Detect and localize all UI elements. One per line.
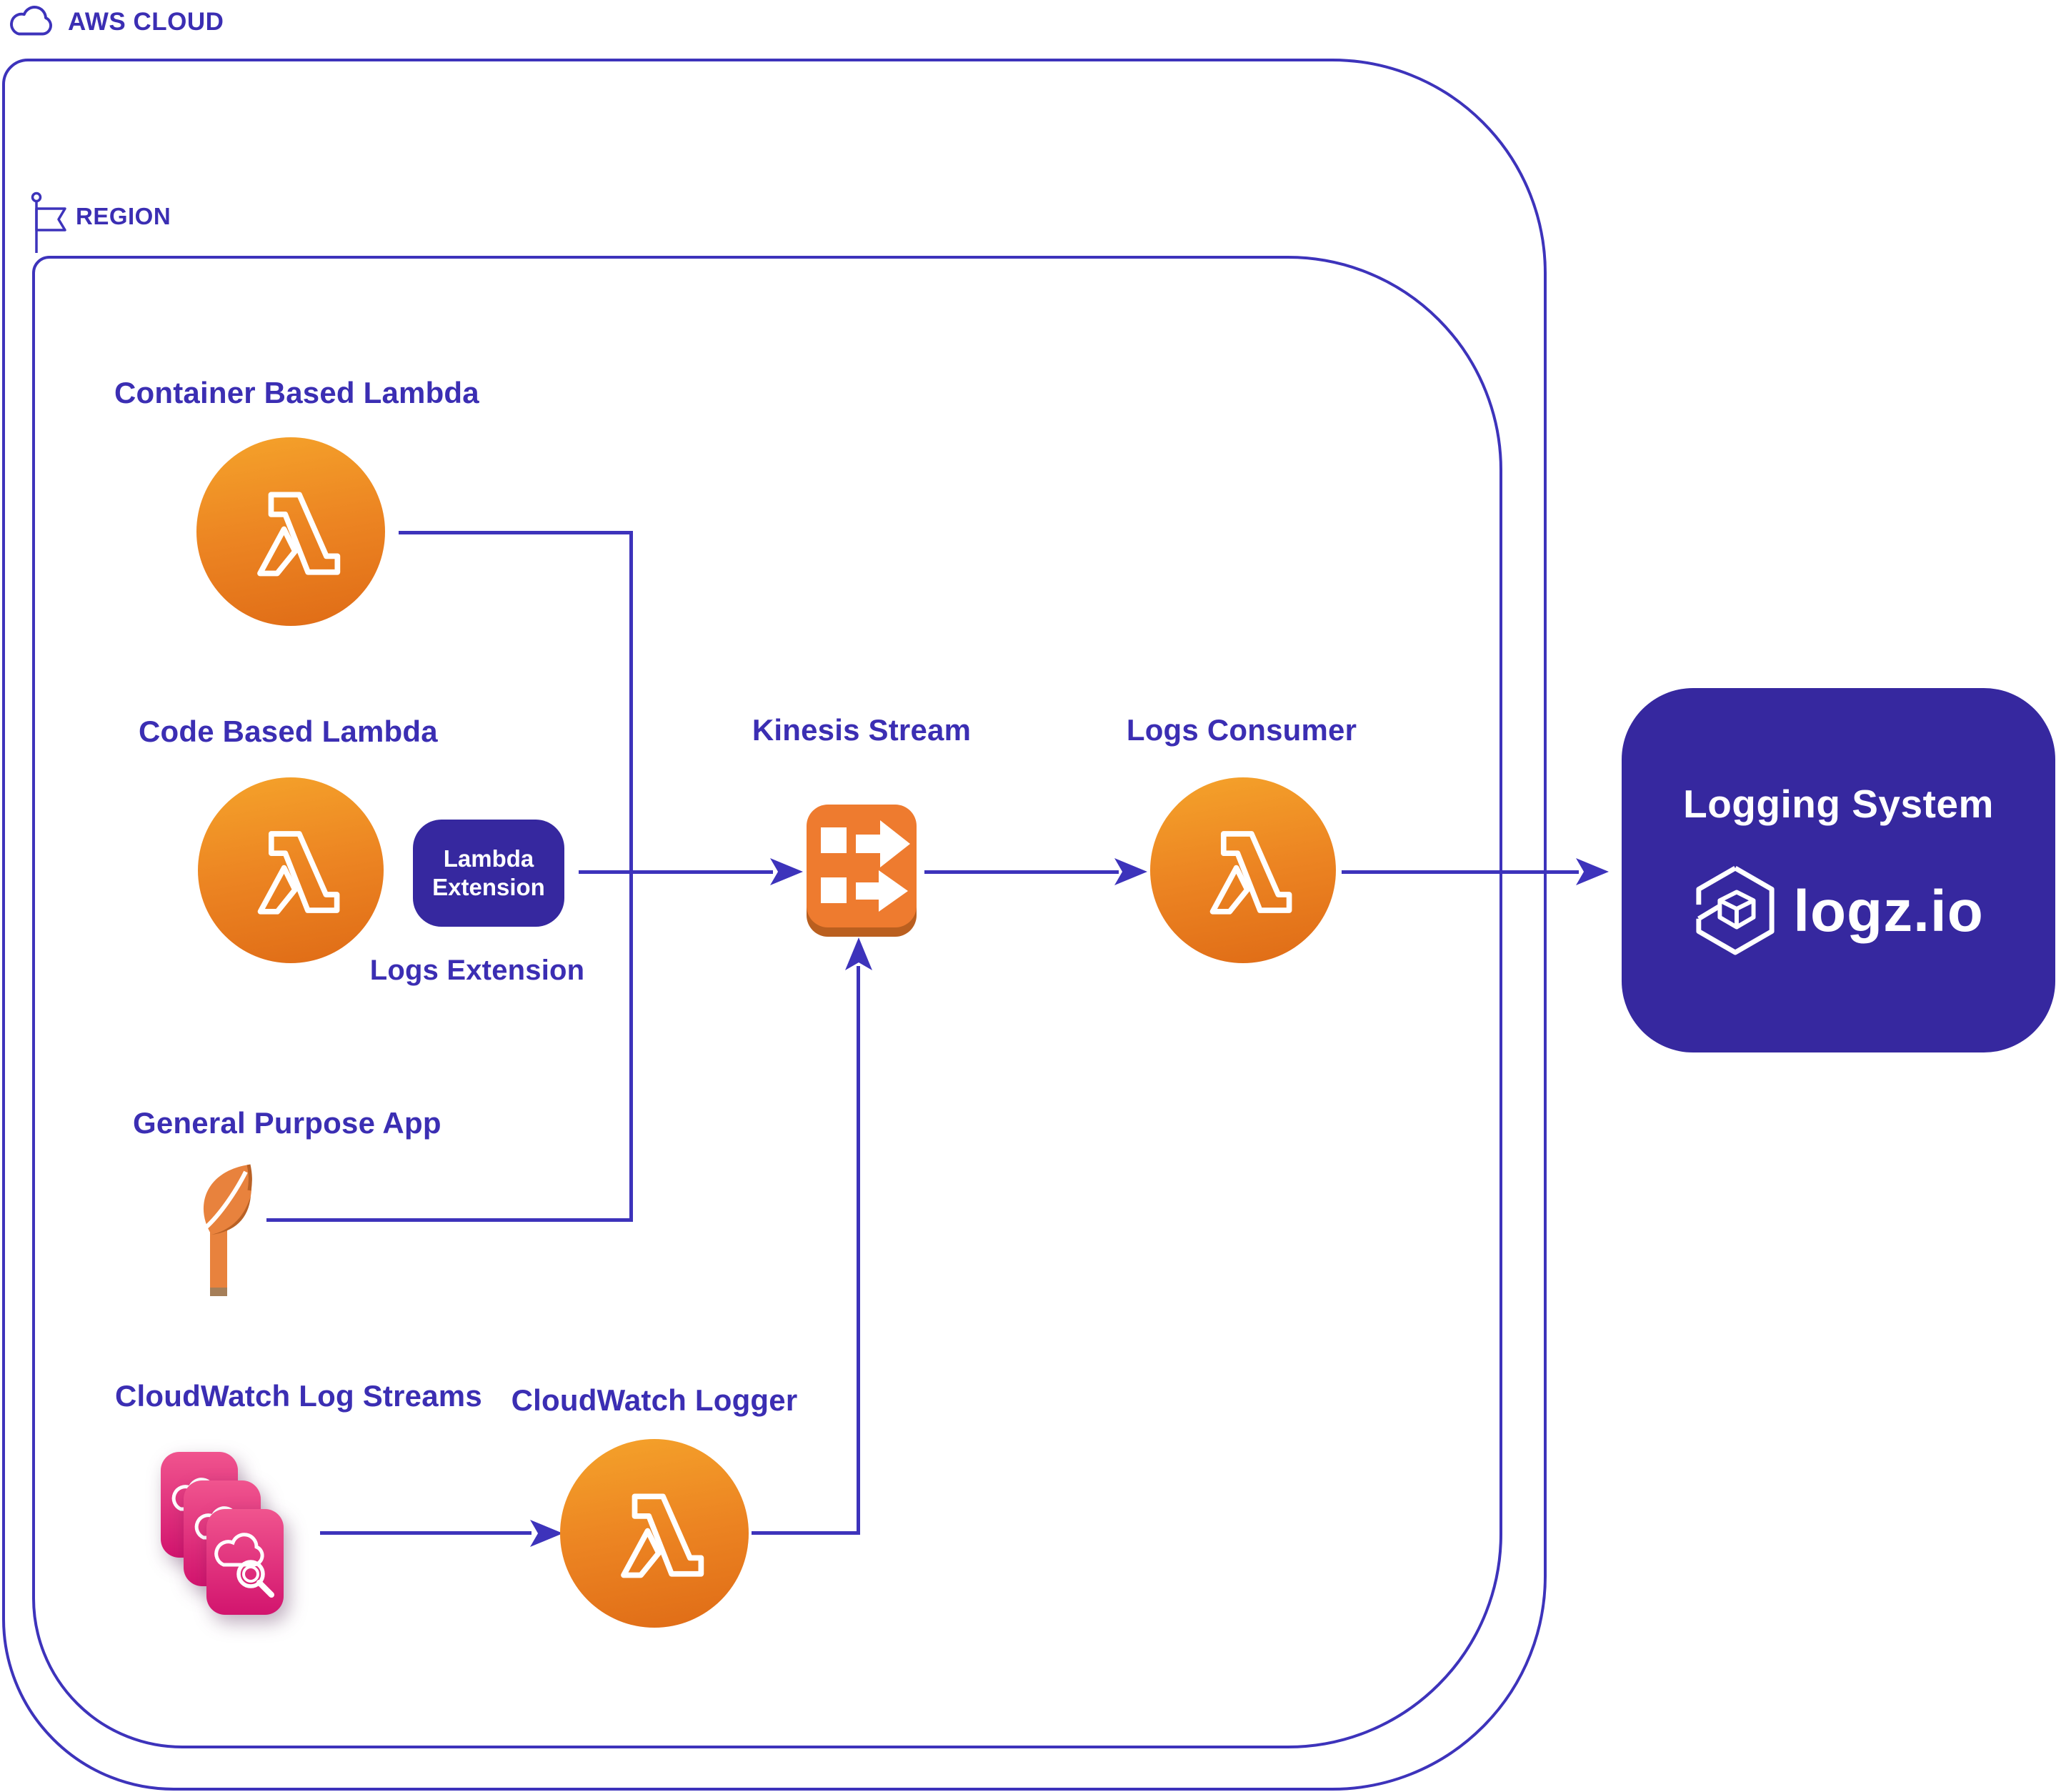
logzio-cube-icon bbox=[1693, 864, 1777, 960]
cloudwatch-logger-icon bbox=[560, 1439, 749, 1628]
connector-container-to-junction bbox=[399, 531, 632, 534]
logs-consumer-icon bbox=[1150, 777, 1336, 963]
connector-logger-elbow-horizontal bbox=[752, 1531, 860, 1535]
lambda-extension-line2: Extension bbox=[432, 874, 545, 900]
lambda-extension-badge: Lambda Extension bbox=[413, 820, 564, 927]
logzio-brand-text: logz.io bbox=[1793, 879, 1984, 944]
aws-cloud-label: AWS CLOUD bbox=[68, 8, 224, 36]
kinesis-label: Kinesis Stream bbox=[752, 713, 972, 747]
code-lambda-icon bbox=[198, 777, 384, 963]
region-boundary bbox=[32, 256, 1502, 1748]
logging-system-card: Logging System logz.io bbox=[1622, 688, 2055, 1052]
cloudwatch-logger-label: CloudWatch Logger bbox=[511, 1383, 798, 1417]
cloud-icon bbox=[4, 1, 60, 42]
leaf-app-icon bbox=[194, 1163, 254, 1313]
connector-kinesis-to-consumer bbox=[924, 870, 1119, 874]
container-lambda-label: Container Based Lambda bbox=[114, 376, 479, 409]
logging-system-title: Logging System bbox=[1683, 781, 1994, 826]
region-flag-icon bbox=[30, 191, 69, 258]
connector-streams-to-logger bbox=[320, 1531, 532, 1535]
connector-consumer-to-logging bbox=[1342, 870, 1579, 874]
container-lambda-icon bbox=[196, 437, 385, 626]
cloudwatch-log-search-icon bbox=[205, 1508, 285, 1620]
region-label: REGION bbox=[76, 203, 171, 229]
connector-app-to-junction bbox=[266, 1218, 632, 1222]
cloudwatch-streams-label: CloudWatch Log Streams bbox=[115, 1379, 482, 1413]
code-lambda-label: Code Based Lambda bbox=[139, 715, 438, 748]
aws-cloud-boundary bbox=[2, 59, 1547, 1791]
connector-extension-to-kinesis bbox=[579, 870, 773, 874]
connector-junction-vertical bbox=[629, 531, 633, 1222]
general-app-label: General Purpose App bbox=[133, 1106, 441, 1140]
arrowhead-into-logging bbox=[1576, 858, 1609, 885]
connector-logger-elbow-vertical bbox=[857, 966, 860, 1535]
logs-consumer-label: Logs Consumer bbox=[1126, 713, 1357, 747]
logs-extension-label: Logs Extension bbox=[369, 955, 585, 986]
lambda-extension-line1: Lambda bbox=[443, 845, 534, 872]
kinesis-stream-icon bbox=[804, 802, 919, 943]
